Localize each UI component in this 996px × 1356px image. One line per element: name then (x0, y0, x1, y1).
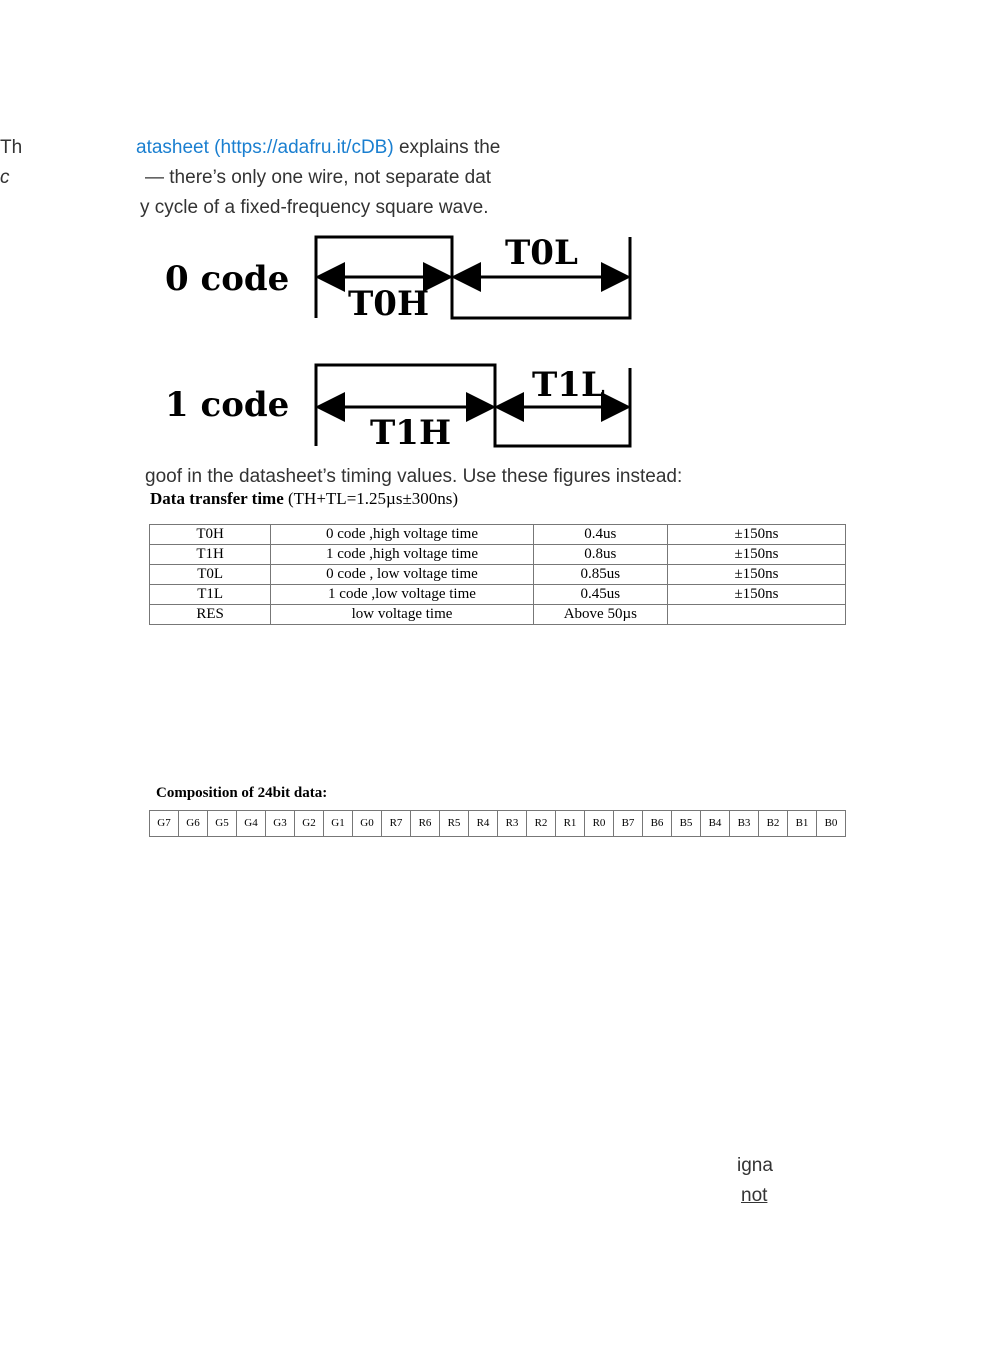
text: explains the (393, 137, 501, 158)
label-t1h: T1H (370, 413, 451, 453)
bit-cell: R5 (439, 810, 469, 837)
table-cell: 0 code ,high voltage time (270, 524, 534, 545)
timing-title: Data transfer time (TH+TL=1.25µs±300ns) (150, 489, 458, 509)
bit-cell: G1 (323, 810, 353, 837)
paragraph-line-1: atasheet (https://adafru.it/cDB) explain… (136, 137, 500, 159)
bit-cell: G6 (178, 810, 208, 837)
bit-cell: G5 (207, 810, 237, 837)
timing-title-rest: (TH+TL=1.25µs±300ns) (283, 489, 459, 508)
bit-cell: B6 (642, 810, 672, 837)
label-t0h: T0H (348, 284, 429, 324)
text-fragment: igna (737, 1155, 773, 1176)
table-cell: 0.4us (532, 524, 668, 545)
table-cell: 1 code ,high voltage time (270, 544, 534, 565)
bit-cell: B2 (758, 810, 788, 837)
paragraph-line-2: — there’s only one wire, not separate da… (145, 167, 492, 188)
bit-cell: R6 (410, 810, 440, 837)
table-cell: T0H (148, 524, 272, 545)
label-1-code: 1 code (165, 385, 289, 425)
bit-cell: B4 (700, 810, 730, 837)
table-cell: ±150ns (666, 564, 847, 585)
paragraph-line-4: goof in the datasheet’s timing values. U… (145, 466, 683, 487)
text-fragment: Th (0, 137, 23, 158)
bit-cell: R0 (584, 810, 614, 837)
bit-cell: R4 (468, 810, 498, 837)
bit-cell: R7 (381, 810, 411, 837)
label-t0l: T0L (505, 233, 578, 273)
bit-cell: R1 (555, 810, 585, 837)
paragraph-line-3: y cycle of a fixed-frequency square wave… (140, 197, 489, 218)
table-cell: 0 code , low voltage time (270, 564, 534, 585)
timing-title-bold: Data transfer time (150, 489, 284, 508)
table-cell: ±150ns (666, 544, 847, 565)
bit-cell: G4 (236, 810, 266, 837)
bit-cell: G7 (149, 810, 179, 837)
text-fragment: c (0, 167, 10, 188)
datasheet-link[interactable]: atasheet (https://adafru.it/cDB) (136, 137, 394, 158)
table-cell: 0.45us (532, 584, 668, 605)
bit-cell: B5 (671, 810, 701, 837)
label-t1l: T1L (532, 365, 605, 405)
label-0-code: 0 code (165, 259, 289, 299)
bit-cell: G0 (352, 810, 382, 837)
composition-title: Composition of 24bit data: (156, 785, 328, 801)
bit-cell: R2 (526, 810, 556, 837)
table-cell: ±150ns (666, 584, 847, 605)
bit-cell: G2 (294, 810, 324, 837)
link-not[interactable]: not (741, 1185, 768, 1206)
table-cell: T0L (148, 564, 272, 585)
bit-cell: R3 (497, 810, 527, 837)
bit-cell: B3 (729, 810, 759, 837)
table-cell: T1L (148, 584, 272, 605)
table-cell: T1H (148, 544, 272, 565)
table-cell: low voltage time (270, 604, 534, 625)
bit-cell: B1 (787, 810, 817, 837)
waveform-0-code (314, 235, 632, 320)
bit-cell: B7 (613, 810, 643, 837)
bit-cell: G3 (265, 810, 295, 837)
table-cell: 0.8us (532, 544, 668, 565)
table-cell: RES (148, 604, 272, 625)
table-cell: ±150ns (666, 524, 847, 545)
table-cell: Above 50µs (532, 604, 668, 625)
timing-waveform-diagram: 0 code T0H T0L 1 code T1H T1L (165, 233, 632, 453)
table-cell: 0.85us (532, 564, 668, 585)
table-cell: 1 code ,low voltage time (270, 584, 534, 605)
waveform-1-code (314, 363, 632, 448)
table-cell (666, 604, 847, 625)
bit-cell: B0 (816, 810, 846, 837)
